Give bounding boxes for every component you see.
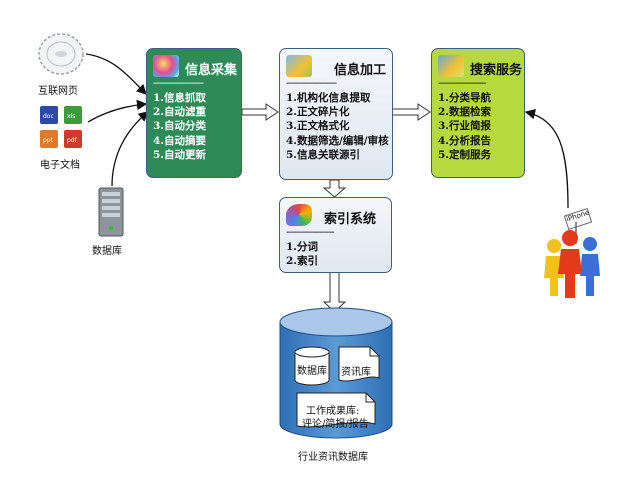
svg-text:ppt: ppt (43, 137, 54, 144)
index-icon (286, 204, 312, 226)
process-divider: --------------------- (286, 78, 337, 89)
list-item: 3.行业简报 (438, 120, 491, 133)
search-box: 搜索服务 -------------------- 1.分类导航 2.数据检索 … (431, 48, 525, 178)
search-divider: -------------------- (438, 78, 487, 89)
list-item: 5.信息关联源引 (286, 148, 360, 161)
repo-work-doc (296, 392, 376, 432)
documents-label: 电子文档 (40, 160, 80, 171)
arrow-db-to-collect (111, 111, 150, 187)
arrow-internet-to-collect (85, 53, 147, 95)
list-item: 3.正文格式化 (286, 120, 350, 133)
globe-icon (38, 33, 84, 75)
arrow-process-to-index (322, 179, 347, 198)
database-source-label: 数据库 (92, 246, 122, 257)
arrow-collect-to-process (241, 103, 279, 121)
internet-source (36, 30, 86, 80)
index-box: 索引系统 -------------------- 1.分词 2.索引 (279, 197, 392, 273)
internet-label: 互联网页 (38, 86, 78, 97)
arrow-index-to-repo (322, 271, 347, 313)
collect-divider: --------------------- (153, 78, 204, 89)
list-item: 2.正文碎片化 (286, 106, 350, 119)
process-box: 信息加工 --------------------- 1.机构化信息提取 2.正… (279, 48, 393, 180)
repository-label: 行业资讯数据库 (298, 452, 368, 463)
list-item: 3.自动分类 (153, 120, 206, 133)
list-item: 4.数据筛选/编辑/审核 (286, 134, 389, 147)
list-item: 1.分类导航 (438, 92, 491, 104)
collect-icon (153, 55, 179, 77)
svg-text:pdf: pdf (67, 137, 78, 144)
arrow-process-to-search (391, 103, 431, 121)
document-icons: doc xls ppt pdf (38, 104, 86, 152)
repo-work-label-2: 评论/简报/报告 (302, 419, 369, 430)
list-item: 1.信息抓取 (153, 92, 206, 104)
laptop-icon (286, 55, 312, 77)
search-title: 搜索服务 (470, 63, 523, 78)
svg-text:xls: xls (67, 113, 75, 120)
index-divider: -------------------- (286, 227, 335, 238)
repo-db-label: 数据库 (297, 366, 327, 377)
process-list: 1.机构化信息提取 2.正文碎片化 3.正文格式化 4.数据筛选/编辑/审核 5… (286, 91, 389, 162)
list-item: 4.自动摘要 (153, 134, 206, 147)
collect-title: 信息采集 (185, 63, 238, 78)
file-icons: doc xls ppt pdf (40, 106, 82, 148)
index-list: 1.分词 2.索引 (286, 240, 318, 268)
repo-work-label-1: 工作成果库: (306, 406, 360, 417)
collect-list: 1.信息抓取 2.自动滤重 3.自动分类 4.自动摘要 5.自动更新 (153, 91, 206, 162)
list-item: 5.自动更新 (153, 148, 206, 161)
process-title: 信息加工 (334, 63, 387, 78)
svg-text:doc: doc (43, 113, 54, 120)
repo-news-doc (338, 346, 380, 386)
list-item: 1.分词 (286, 241, 318, 253)
search-list: 1.分类导航 2.数据检索 3.行业简报 4.分析报告 5.定制服务 (438, 91, 491, 162)
collect-box: 信息采集 --------------------- 1.信息抓取 2.自动滤重… (146, 48, 242, 178)
repo-news-label: 资讯库 (341, 367, 371, 378)
users-icon (544, 208, 600, 298)
list-item: 5.定制服务 (438, 148, 491, 161)
index-title: 索引系统 (324, 212, 377, 227)
arrow-users-to-search (524, 109, 569, 209)
server-icon (96, 186, 126, 238)
list-item: 2.索引 (286, 255, 318, 268)
list-item: 2.数据检索 (438, 106, 491, 119)
list-item: 4.分析报告 (438, 134, 491, 147)
arrow-docs-to-collect (87, 99, 148, 123)
list-item: 2.自动滤重 (153, 106, 206, 119)
repo-db-cylinder (294, 346, 330, 386)
laptop-icon (438, 55, 464, 77)
list-item: 1.机构化信息提取 (286, 92, 371, 104)
